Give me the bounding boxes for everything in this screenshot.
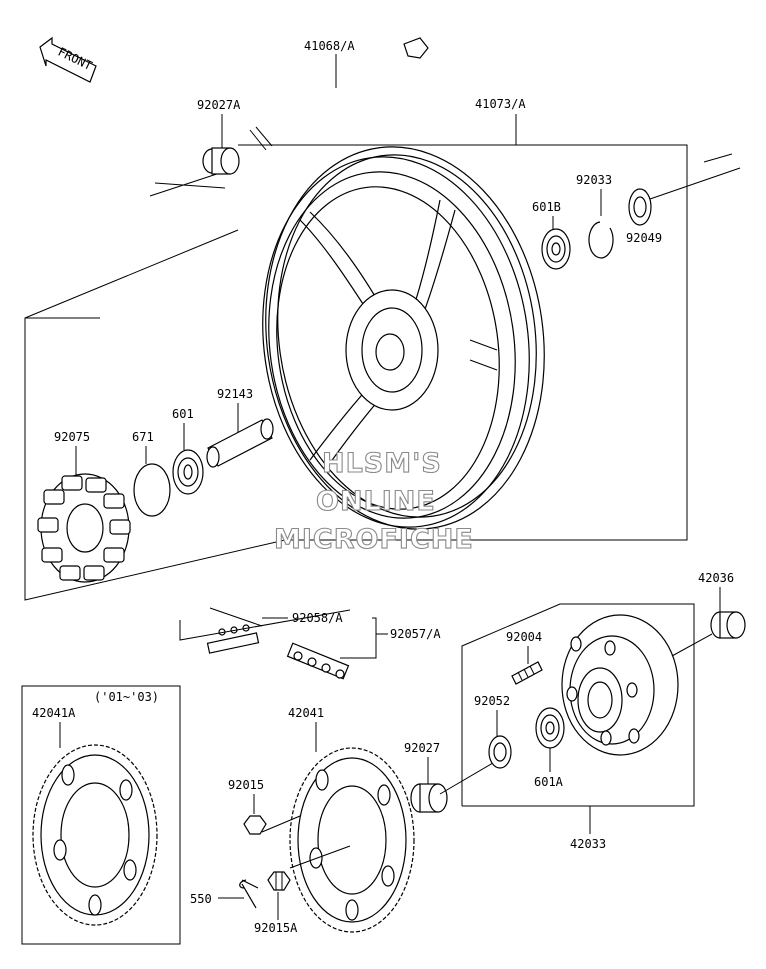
note-year-range: ('01~'03)	[94, 690, 159, 704]
label-92027: 92027	[404, 741, 440, 755]
label-550: 550	[190, 892, 212, 906]
label-92075: 92075	[54, 430, 90, 444]
label-671: 671	[132, 430, 154, 444]
collar-42036	[710, 611, 746, 639]
cotter-pin-550	[239, 879, 259, 909]
castle-nut-92015a	[267, 871, 291, 891]
watermark-line-3: MICROFICHE	[274, 524, 474, 555]
collar-92027	[410, 783, 448, 813]
bearing-601	[172, 449, 204, 495]
guide-42036	[671, 633, 713, 657]
label-92057a: 92057/A	[390, 627, 441, 641]
guide-92049	[649, 167, 741, 200]
guide-92027	[439, 759, 499, 795]
seal-92052	[488, 735, 512, 769]
snap-ring-92033	[588, 221, 614, 259]
front-direction-arrow-icon: FRONT	[39, 36, 97, 83]
label-92027a: 92027A	[197, 98, 241, 112]
watermark-line-1: HLSM'S	[322, 448, 442, 479]
label-92033: 92033	[576, 173, 612, 187]
label-92143: 92143	[217, 387, 253, 401]
label-92004: 92004	[506, 630, 542, 644]
o-ring-671	[133, 463, 171, 517]
sprocket-42041	[289, 747, 415, 933]
label-92052: 92052	[474, 694, 510, 708]
stud-92004	[511, 661, 543, 685]
front-wheel-41073a	[262, 146, 545, 530]
collar-92027a	[202, 147, 240, 175]
watermark-line-2: ONLINE	[316, 486, 436, 517]
guide-nut	[261, 815, 301, 833]
axle-41068a	[247, 37, 429, 151]
bracket-92057a	[340, 617, 377, 659]
wheel-group-outline	[24, 144, 688, 601]
label-92015: 92015	[228, 778, 264, 792]
wheel-group-diagonal	[24, 229, 239, 319]
spacer-92143	[206, 418, 274, 468]
chain-group-outline	[179, 609, 351, 641]
sprocket-42041a-box	[21, 685, 181, 945]
nut-92015	[243, 815, 267, 835]
chain-92057a	[286, 642, 350, 680]
seal-92049	[628, 188, 652, 226]
damper-92075	[37, 473, 131, 583]
label-42041: 42041	[288, 706, 324, 720]
label-42041a: 42041A	[32, 706, 76, 720]
chain-link-92058a	[206, 607, 263, 654]
label-92058a: 92058/A	[292, 611, 343, 625]
guide-nut-a	[289, 845, 351, 869]
bearing-601a	[535, 707, 565, 749]
label-92049: 92049	[626, 231, 662, 245]
label-41068a: 41068/A	[304, 39, 355, 53]
label-42033: 42033	[570, 837, 606, 851]
label-41073a: 41073/A	[475, 97, 526, 111]
guide-92049-b	[703, 153, 733, 163]
sprocket-42041a	[32, 744, 158, 926]
coupling-group-outline	[461, 603, 695, 807]
label-601a: 601A	[534, 775, 564, 789]
label-601b: 601B	[532, 200, 561, 214]
label-601: 601	[172, 407, 194, 421]
coupling-42033	[561, 614, 679, 756]
label-42036: 42036	[698, 571, 734, 585]
bearing-601b	[541, 228, 571, 270]
label-92015a: 92015A	[254, 921, 298, 935]
axle-guide-line-2	[154, 182, 226, 189]
